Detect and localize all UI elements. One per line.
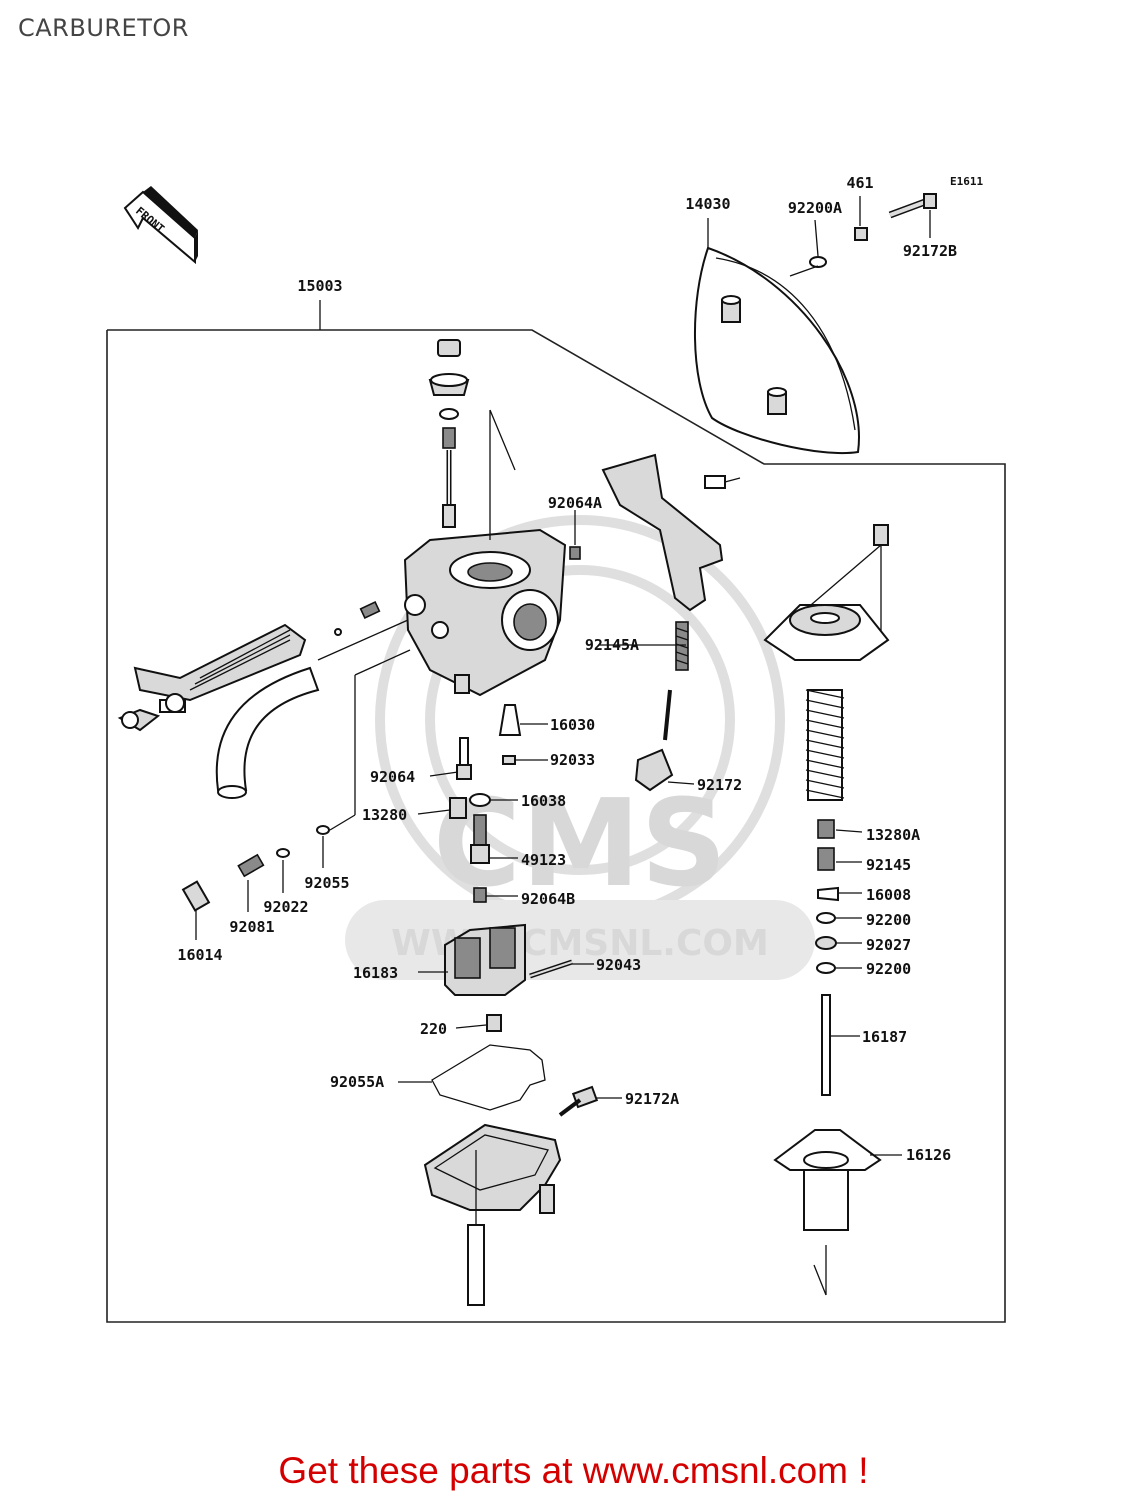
- part-label-92043: 92043: [596, 956, 641, 974]
- pilot-screw-assembly: [634, 621, 689, 792]
- gasket-part: [431, 1044, 546, 1111]
- part-label-92172B: 92172B: [903, 242, 957, 260]
- part-label-92172A: 92172A: [625, 1090, 679, 1108]
- fuel-hose: [215, 666, 320, 799]
- throttle-lever: [117, 623, 307, 732]
- part-label-16008: 16008: [866, 886, 911, 904]
- part-label-92027: 92027: [866, 936, 911, 954]
- screw-part: [486, 1014, 502, 1032]
- part-label-16014: 16014: [177, 946, 222, 964]
- part-labels: 15003 14030 92200A 461 92172B 92064A 921…: [177, 174, 957, 1164]
- part-label-16183: 16183: [353, 964, 398, 982]
- label-leaders: [195, 644, 902, 1156]
- part-label-220: 220: [420, 1020, 447, 1038]
- part-label-92064A: 92064A: [548, 494, 602, 512]
- part-label-15003: 15003: [297, 277, 342, 295]
- part-label-16030: 16030: [550, 716, 595, 734]
- drain-screw-part: [558, 1085, 599, 1117]
- part-label-92081: 92081: [229, 918, 274, 936]
- jet-stack: [449, 704, 522, 903]
- part-label-16187: 16187: [862, 1028, 907, 1046]
- part-label-14030: 14030: [685, 195, 730, 213]
- part-label-92064B: 92064B: [521, 890, 575, 908]
- part-label-92200-lower: 92200: [866, 960, 911, 978]
- air-cover-part: [694, 218, 860, 455]
- washer-part: [809, 256, 827, 268]
- part-label-92145: 92145: [866, 856, 911, 874]
- part-label-16038: 16038: [521, 792, 566, 810]
- part-label-16126: 16126: [906, 1146, 951, 1164]
- part-label-92200-upper: 92200: [866, 911, 911, 929]
- vacuum-piston-assembly: [763, 524, 890, 1296]
- bolt-part: [888, 193, 937, 219]
- part-label-49123: 49123: [521, 851, 566, 869]
- assembly-frame: [106, 329, 1006, 1323]
- idle-screw-assembly: [181, 649, 411, 912]
- carb-top-stack: [428, 339, 470, 528]
- carburetor-body: [403, 409, 567, 697]
- part-label-461: 461: [846, 174, 873, 192]
- part-label-92200A: 92200A: [788, 199, 842, 217]
- part-label-92172: 92172: [697, 776, 742, 794]
- float-bowl: [423, 1123, 562, 1306]
- part-label-13280A: 13280A: [866, 826, 920, 844]
- page-title: CARBURETOR: [18, 14, 189, 42]
- part-label-92033: 92033: [550, 751, 595, 769]
- part-label-13280: 13280: [362, 806, 407, 824]
- nut-part: [854, 227, 868, 241]
- front-direction-arrow: FRONT: [123, 186, 198, 265]
- part-label-92064: 92064: [370, 768, 415, 786]
- carburetor-exploded-diagram: CMS WWW.CMSNL.COM E1611 FRONT: [106, 174, 1006, 1323]
- diagram-code: E1611: [950, 175, 983, 188]
- part-label-92022: 92022: [263, 898, 308, 916]
- float-part: [444, 923, 573, 996]
- part-label-92145A: 92145A: [585, 636, 639, 654]
- linkage-bracket: [569, 453, 741, 612]
- get-parts-link[interactable]: Get these parts at www.cmsnl.com !: [278, 1450, 869, 1491]
- part-label-92055: 92055: [304, 874, 349, 892]
- part-label-92055A: 92055A: [330, 1073, 384, 1091]
